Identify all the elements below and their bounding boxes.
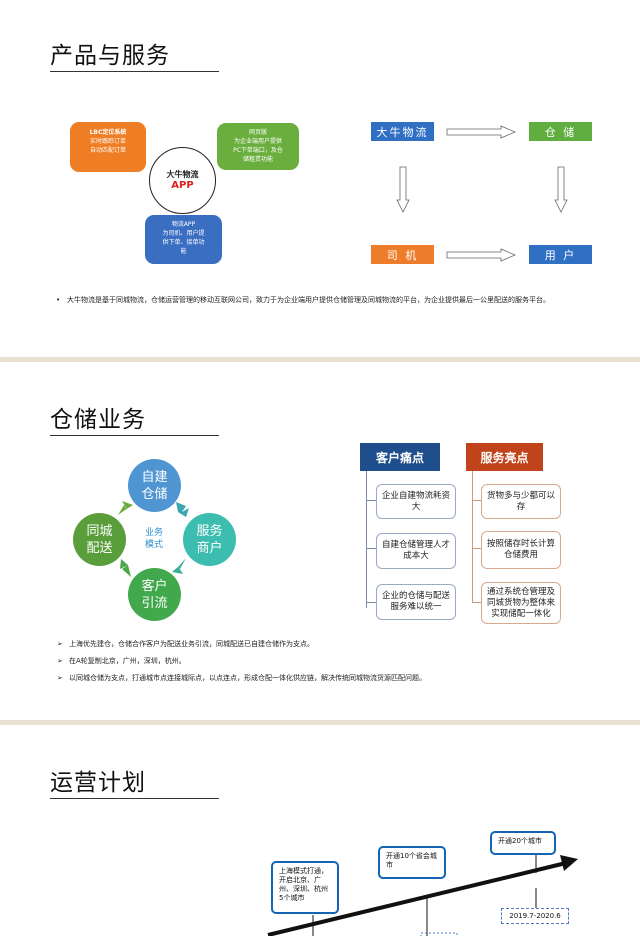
highlight-connector-tick — [472, 602, 482, 603]
center-app-circle: 大牛物流 APP — [149, 147, 216, 214]
bullet-arrow-icon: ➢ — [57, 657, 63, 665]
timeline-axis — [267, 861, 567, 936]
flow-dnwl-box: 大牛物流 — [371, 122, 434, 141]
timeline-date-label: 2019.7-2020.6 — [501, 908, 569, 924]
slide-title: 运营计划 — [50, 770, 146, 796]
title-underline — [50, 71, 219, 72]
slide-products-services: 产品与服务 LBC定位系统 实时跟踪订单 自动匹配订单 网页版 为企业端用户提供… — [0, 0, 640, 357]
flow-driver-box: 司 机 — [371, 245, 434, 264]
company-description: 大牛物流是基于同城物流，仓储运营管理的移动互联网公司，致力于为企业端用户提供仓储… — [67, 296, 550, 304]
title-underline — [50, 435, 219, 436]
lbc-line: 实时跟踪订单 — [89, 138, 126, 145]
center-name: 大牛物流 — [166, 169, 199, 179]
arrow-down-icon — [396, 166, 410, 213]
app-title: 物流APP — [171, 221, 196, 228]
arrow-right-icon — [446, 248, 517, 262]
app-line: 供下单、接单功 — [162, 239, 205, 246]
pain-points-header: 客户痛点 — [360, 443, 440, 471]
highlight-item: 按照储存时长计算仓储费用 — [481, 531, 561, 569]
title-underline — [50, 798, 219, 799]
flow-warehouse-box: 仓 储 — [529, 122, 592, 141]
highlight-connector-line — [472, 471, 473, 602]
bullet-text: 上海优先建仓，仓储合作客户为配送业务引流，同城配送已自建仓储作为支点。 — [69, 640, 314, 648]
pain-item: 企业自建物流耗资大 — [376, 484, 456, 519]
highlight-connector-tick — [472, 548, 482, 549]
cycle-arrow-icon — [120, 559, 131, 577]
arrow-right-icon — [446, 125, 517, 139]
slide-title: 仓储业务 — [50, 407, 146, 433]
pain-item: 企业的仓储与配送服务难以统一 — [376, 584, 456, 620]
highlight-item: 货物多与少都可以存 — [481, 484, 561, 519]
timeline-arrowhead-icon — [560, 855, 578, 871]
bullet-text: 在A轮复制北京，广州，深圳，杭州。 — [69, 657, 186, 665]
logistics-app-box: 物流APP 为司机、用户提 供下单、接单功 能 — [145, 215, 222, 264]
milestone-callout: 上海模式打通，开启北京、广州、深圳、杭州5个城市 — [271, 861, 339, 914]
web-version-box: 网页版 为企业端用户提供 PC下单端口，及仓 储租赁功能 — [217, 123, 299, 170]
timeline-date-box — [420, 932, 458, 936]
app-line: 为司机、用户提 — [162, 230, 205, 237]
slide-warehouse-business: 仓储业务 自建 仓储 服务 商户 客户 引流 同城 配送 业务 模式 客户痛点 … — [0, 362, 640, 720]
web-line: PC下单端口，及仓 — [233, 147, 283, 154]
pain-connector-tick — [366, 602, 376, 603]
circle-serve-merchants: 服务 商户 — [183, 513, 236, 566]
service-highlights-header: 服务亮点 — [466, 443, 543, 471]
circle-customer-traffic: 客户 引流 — [128, 568, 181, 621]
flow-user-box: 用 户 — [529, 245, 592, 264]
highlight-item: 通过系统仓管理及同城货物为整体来实现储配一体化 — [481, 582, 561, 624]
circle-same-city-delivery: 同城 配送 — [73, 513, 126, 566]
bullet-text: 以同城仓储为支点，打通城市点连接城际点，以点连点，形成仓配一体化供应链，解决传统… — [69, 674, 426, 682]
app-line: 能 — [180, 248, 187, 255]
milestone-callout: 开通20个城市 — [490, 831, 556, 855]
web-line: 为企业端用户提供 — [233, 138, 282, 145]
flow-arrows — [396, 125, 568, 262]
pain-item: 自建仓储管理人才成本大 — [376, 533, 456, 569]
circle-self-built-warehouse: 自建 仓储 — [128, 459, 181, 512]
web-line: 储租赁功能 — [242, 156, 273, 163]
highlight-connector-tick — [472, 500, 482, 501]
cycle-arrow-icon — [172, 558, 186, 574]
pain-connector-line — [366, 471, 367, 608]
business-model-label: 业务 模式 — [144, 528, 163, 550]
slide-operation-plan: 运营计划 上海模式打通，开启北京、广州、深圳、杭州5个城市 开通10个省会城市 … — [0, 725, 640, 936]
bullet-dot: • — [56, 296, 61, 304]
bullet-arrow-icon: ➢ — [57, 674, 63, 682]
cycle-arrow-icon — [176, 502, 189, 517]
cycle-arrows — [118, 501, 189, 577]
timeline-graphic — [267, 853, 578, 936]
center-app-label: APP — [171, 179, 194, 191]
lbc-system-box: LBC定位系统 实时跟踪订单 自动匹配订单 — [70, 122, 146, 172]
pain-connector-tick — [366, 500, 376, 501]
web-title: 网页版 — [248, 129, 267, 136]
arrow-down-icon — [554, 166, 568, 213]
cycle-arrow-icon — [118, 501, 133, 515]
lbc-line: 自动匹配订单 — [89, 147, 126, 154]
bullet-arrow-icon: ➢ — [57, 640, 63, 648]
pain-connector-tick — [366, 548, 376, 549]
lbc-title: LBC定位系统 — [89, 129, 127, 136]
slide-title: 产品与服务 — [50, 43, 170, 69]
milestone-callout: 开通10个省会城市 — [378, 846, 446, 879]
